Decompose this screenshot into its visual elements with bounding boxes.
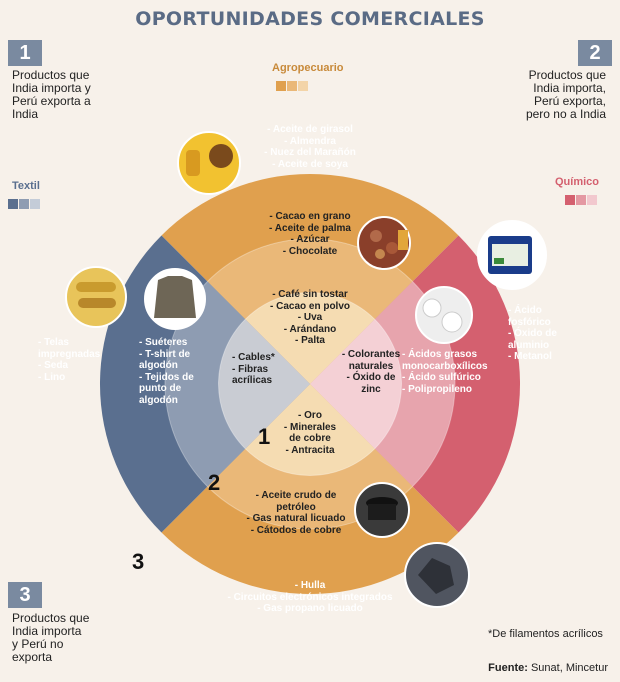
outer-agropecuario-list: - Aceite de girasol- Almendra- Nuez del …: [264, 124, 356, 170]
footnote: *De filamentos acrílicos: [488, 628, 603, 640]
ring-number-outer: 3: [132, 549, 145, 574]
inner-sector-quimico: [310, 319, 402, 449]
page-title: OPORTUNIDADES COMERCIALES: [135, 8, 485, 30]
ring-number-inner: 1: [258, 424, 271, 449]
cocoa-beans-image: [357, 216, 411, 270]
inner-sector-bottom: [245, 384, 375, 476]
category-label-agropecuario: Agropecuario: [272, 62, 344, 74]
inner-ring: [218, 292, 402, 476]
middle-agropecuario-list: - Cacao en grano- Aceite de palma- Azúca…: [269, 211, 351, 257]
inner-sector-textil: [218, 319, 310, 449]
sweater-image: [144, 268, 206, 330]
outer-bottom-list: - Hulla- Circuitos electrónicos integrad…: [227, 580, 393, 614]
crude-oil-image: [354, 482, 410, 538]
corner-1-number: 1: [8, 40, 42, 66]
quimico-swatch: [565, 192, 598, 205]
agropecuario-swatch: [276, 78, 309, 91]
corner-2-text: Productos que India importa, Perú export…: [525, 68, 606, 121]
corner-3-text: Productos que India importa y Perú no ex…: [12, 611, 90, 664]
corner-2-number: 2: [578, 40, 612, 66]
chemical-powder-image: [415, 286, 473, 344]
category-label-textil: Textil: [12, 180, 40, 192]
source: Fuente: Sunat, Mincetur: [488, 662, 608, 674]
inner-sector-agropecuario: [245, 292, 375, 384]
corner-3-number: 3: [8, 582, 42, 608]
coal-image: [404, 542, 470, 608]
sunflower-oil-image: [177, 131, 241, 195]
phosphoric-acid-container-image: [477, 220, 547, 290]
inner-agropecuario-list: - Café sin tostar- Cacao en polvo- Uva- …: [269, 289, 350, 346]
fabric-rolls-image: [65, 266, 127, 328]
corner-1-text: Productos que India importa y Perú expor…: [12, 68, 91, 121]
ring-number-middle: 2: [208, 470, 221, 495]
textil-swatch: [8, 196, 41, 209]
category-label-quimico: Químico: [555, 176, 600, 188]
